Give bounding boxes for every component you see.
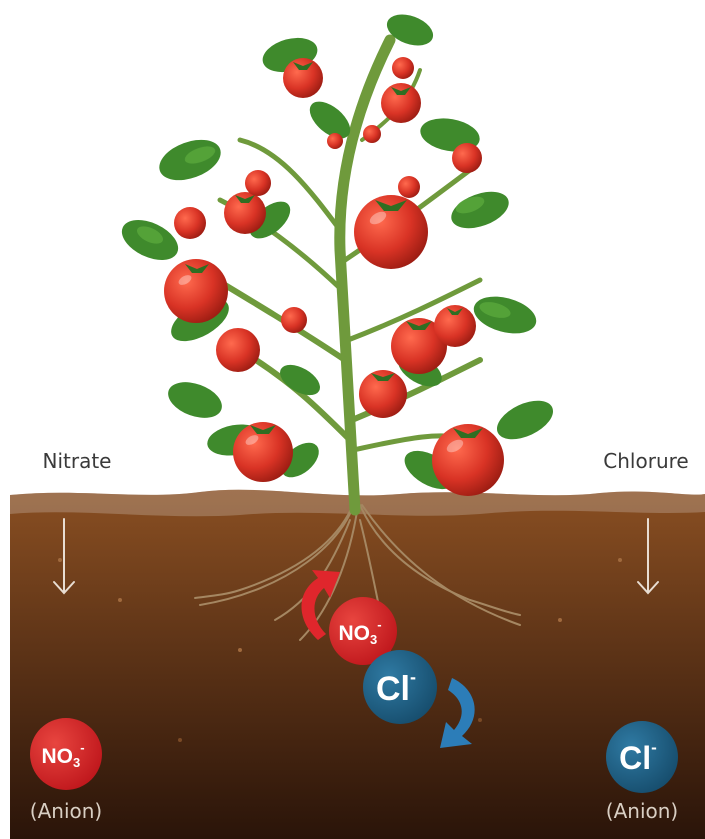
chloride-charge: - [651, 738, 657, 757]
nitrate-subscript: 3 [370, 632, 377, 647]
chloride-label: Cl [376, 670, 410, 708]
left-anion-label: (Anion) [30, 799, 102, 823]
nitrate-label: NO [41, 745, 73, 768]
nitrate-subscript: 3 [73, 755, 80, 770]
chloride-title: Chlorure [603, 449, 688, 473]
chloride-ion-right: Cl- [606, 721, 678, 793]
nitrate-ion-left: NO3- [30, 718, 102, 790]
chloride-label: Cl [619, 740, 651, 776]
nitrate-label: NO [338, 622, 370, 645]
nitrate-charge: - [80, 740, 84, 755]
nitrate-title: Nitrate [43, 449, 112, 473]
chloride-ion-center: Cl- [363, 650, 437, 724]
nitrate-charge: - [377, 617, 381, 632]
chloride-charge: - [410, 667, 416, 687]
tomato-plant-icon [116, 9, 559, 510]
right-anion-label: (Anion) [606, 799, 678, 823]
